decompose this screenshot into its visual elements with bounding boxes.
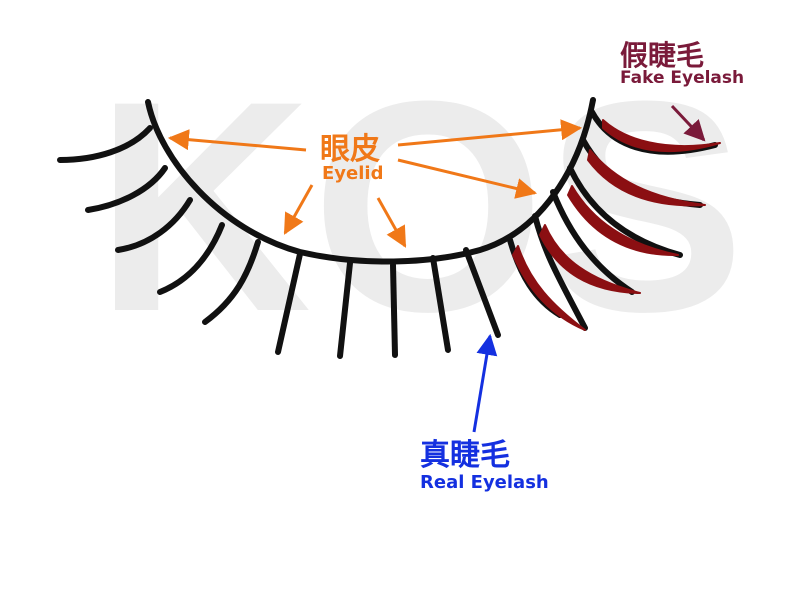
fake-eyelash-label-cn: 假睫毛 xyxy=(620,39,705,72)
real-eyelash-arrow xyxy=(472,333,498,433)
real-lash xyxy=(550,189,635,295)
eyelid-arrow xyxy=(376,197,407,248)
real-lash xyxy=(463,247,501,338)
real-lash xyxy=(57,125,153,163)
fake-lash xyxy=(567,185,679,257)
real-lash xyxy=(275,251,303,355)
fake-lash xyxy=(602,119,721,153)
real-lash xyxy=(430,255,451,353)
eyelid-arrow xyxy=(397,158,538,199)
real-eyelash-label-en: Real Eyelash xyxy=(420,472,549,493)
real-lash xyxy=(202,239,261,325)
real-lash xyxy=(115,197,193,253)
fake-eyelash-label-en: Fake Eyelash xyxy=(620,68,745,88)
fake-lash xyxy=(587,149,706,207)
real-lash xyxy=(85,165,168,213)
eyelid-label-cn: 眼皮 xyxy=(320,132,380,167)
fake-eyelash-arrow xyxy=(670,104,706,142)
real-eyelash-label-cn: 真睫毛 xyxy=(420,438,510,473)
real-lash xyxy=(157,222,225,295)
eyelid-arrow xyxy=(397,119,583,147)
real-lash xyxy=(337,260,353,359)
eyelid-arrow xyxy=(167,129,307,152)
fake-lashes xyxy=(512,119,721,331)
eyelid-label-en: Eyelid xyxy=(322,163,384,184)
kos-watermark: KOS xyxy=(95,38,745,374)
eyelid-arrows xyxy=(167,119,583,248)
fake-lash xyxy=(539,224,641,294)
real-lash xyxy=(390,262,398,358)
real-lash xyxy=(532,213,588,331)
fake-lash xyxy=(512,245,586,331)
eyelid-arrow xyxy=(283,184,314,235)
real-lash xyxy=(567,165,683,258)
